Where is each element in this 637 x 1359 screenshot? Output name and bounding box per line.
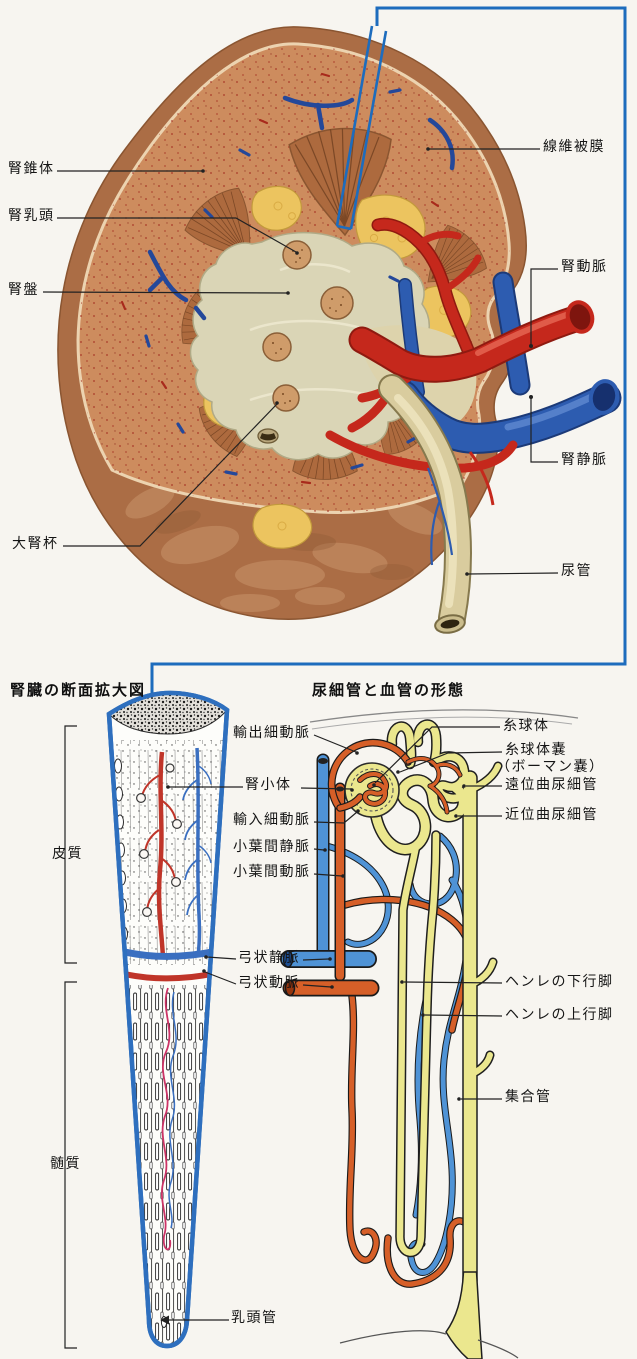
label-glomerular-capsule: 糸球体嚢 <box>505 742 567 758</box>
label-bowman-capsule: （ボーマン嚢） <box>496 759 605 775</box>
label-medulla: 髄質 <box>50 1156 81 1172</box>
label-distal-tubule: 遠位曲尿細管 <box>505 777 598 793</box>
label-renal-vein: 腎静脈 <box>561 452 608 468</box>
label-henle-ascending: ヘンレの上行脚 <box>505 1007 614 1023</box>
label-renal-papilla: 腎乳頭 <box>8 208 55 224</box>
leader-dots <box>160 147 533 1325</box>
title-nephron-figure: 尿細管と血管の形態 <box>312 681 466 699</box>
nephron-tubules <box>339 719 519 1359</box>
label-efferent-arteriole: 輸出細動脈 <box>233 725 311 741</box>
label-collecting-duct: 集合管 <box>505 1089 552 1105</box>
label-renal-corpuscle: 腎小体 <box>245 777 292 793</box>
label-arcuate-vein: 弓状静脈 <box>238 950 300 966</box>
label-proximal-tubule: 近位曲尿細管 <box>505 807 598 823</box>
label-interlobular-artery: 小葉間動脈 <box>233 864 311 880</box>
wedge-marker-and-frame <box>150 6 627 702</box>
leader-lines <box>42 148 559 1349</box>
label-henle-descending: ヘンレの下行脚 <box>505 974 614 990</box>
label-interlobular-vein: 小葉間静脈 <box>233 839 311 855</box>
label-renal-artery: 腎動脈 <box>561 259 608 275</box>
label-renal-pyramid: 腎錐体 <box>8 161 55 177</box>
glomerulus-assembly <box>327 738 463 818</box>
label-papillary-duct: 乳頭管 <box>231 1310 278 1326</box>
label-afferent-arteriole: 輸入細動脈 <box>233 812 311 828</box>
wedge-figure <box>106 690 230 1349</box>
label-arcuate-artery: 弓状動脈 <box>238 975 300 991</box>
label-major-calyx: 大腎杯 <box>12 536 59 552</box>
renal-papillae <box>257 240 354 444</box>
label-cortex: 皮質 <box>52 846 83 862</box>
label-glomerulus: 糸球体 <box>503 718 550 734</box>
top-kidney-figure <box>57 26 622 634</box>
title-wedge-figure: 腎臓の断面拡大図 <box>10 681 147 699</box>
renal-artery-vessel <box>325 217 595 473</box>
label-fibrous-capsule: 線維被膜 <box>543 139 605 155</box>
ureter-vessel <box>378 374 495 634</box>
label-renal-pelvis: 腎盤 <box>8 282 39 298</box>
interlobar-veins <box>147 95 455 321</box>
label-ureter: 尿管 <box>561 563 592 579</box>
